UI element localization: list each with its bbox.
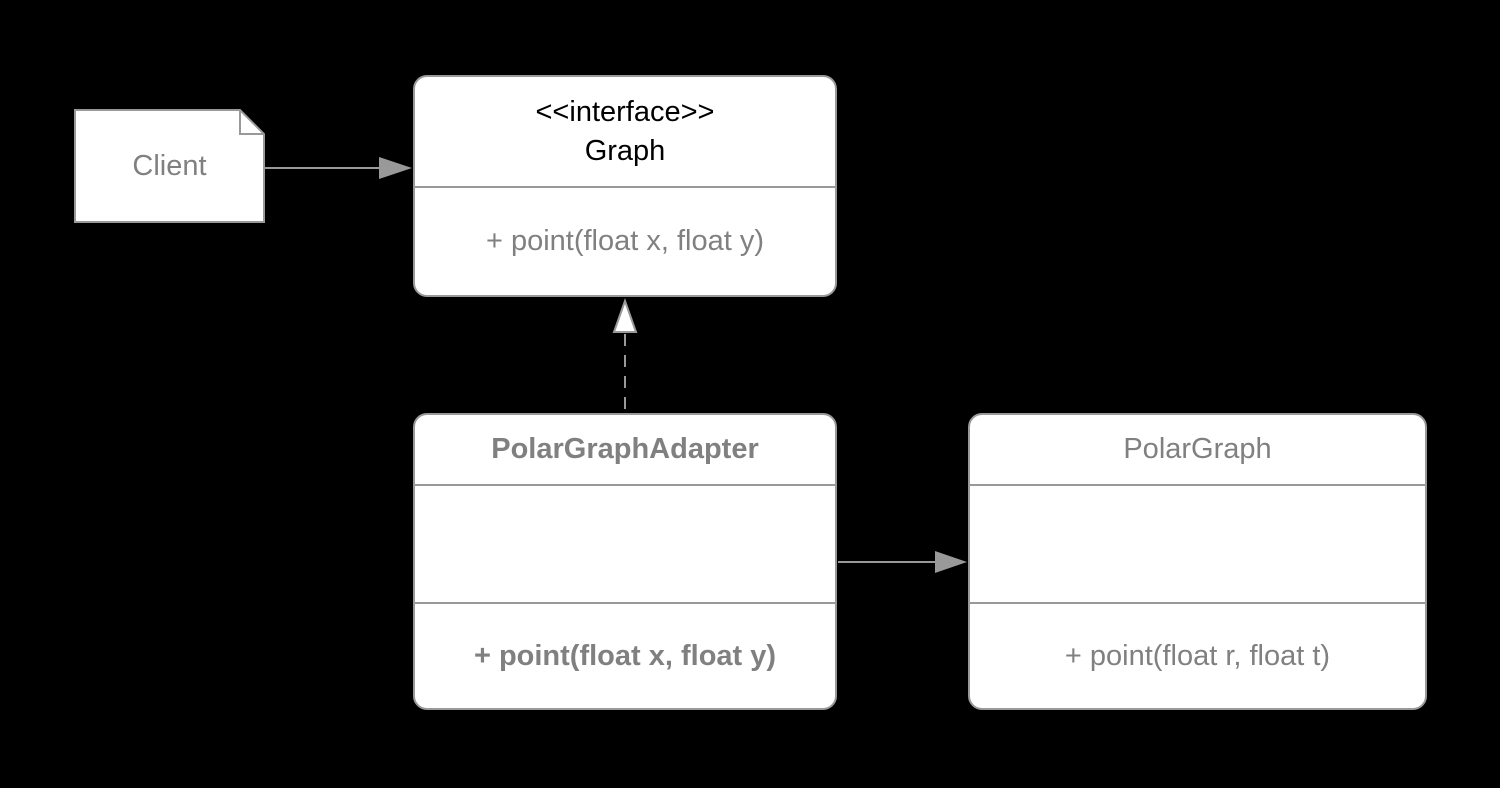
- adapter-title-section: PolarGraphAdapter: [415, 415, 835, 486]
- note-fold-icon: [239, 110, 264, 135]
- edge-adapter-realizes-graph[interactable]: [612, 298, 638, 412]
- class-box-graph[interactable]: <<interface>> Graph + point(float x, flo…: [413, 75, 837, 297]
- graph-method: + point(float x, float y): [485, 225, 765, 257]
- filled-arrowhead-icon: [935, 551, 967, 573]
- client-note-shape[interactable]: [74, 109, 265, 223]
- adapter-attributes-section: [415, 486, 835, 604]
- adapter-methods-section: + point(float x, float y): [415, 604, 835, 708]
- client-note[interactable]: Client: [75, 110, 264, 222]
- client-label: Client: [132, 149, 207, 182]
- polargraph-method: + point(float r, float t): [1064, 639, 1331, 672]
- adapter-method: + point(float x, float y): [473, 639, 777, 672]
- adapter-class-name: PolarGraphAdapter: [491, 433, 759, 465]
- edge-adapter-to-polargraph[interactable]: [838, 551, 967, 573]
- polargraph-title-section: PolarGraph: [970, 415, 1425, 486]
- graph-title-section: <<interface>> Graph: [415, 77, 835, 188]
- filled-arrowhead-icon: [379, 157, 412, 179]
- class-box-polargraph[interactable]: PolarGraph + point(float r, float t): [968, 413, 1427, 710]
- graph-stereotype: <<interface>>: [535, 95, 715, 128]
- graph-class-name: Graph: [584, 134, 666, 167]
- edge-client-to-graph[interactable]: [265, 157, 412, 179]
- polargraph-class-name: PolarGraph: [1123, 433, 1272, 465]
- graph-methods-section: + point(float x, float y): [415, 188, 835, 295]
- polargraph-attributes-section: [970, 486, 1425, 604]
- class-box-polargraphadapter[interactable]: PolarGraphAdapter + point(float x, float…: [413, 413, 837, 710]
- note-outline: [74, 109, 265, 223]
- hollow-arrowhead-icon: [612, 298, 638, 333]
- polargraph-methods-section: + point(float r, float t): [970, 604, 1425, 708]
